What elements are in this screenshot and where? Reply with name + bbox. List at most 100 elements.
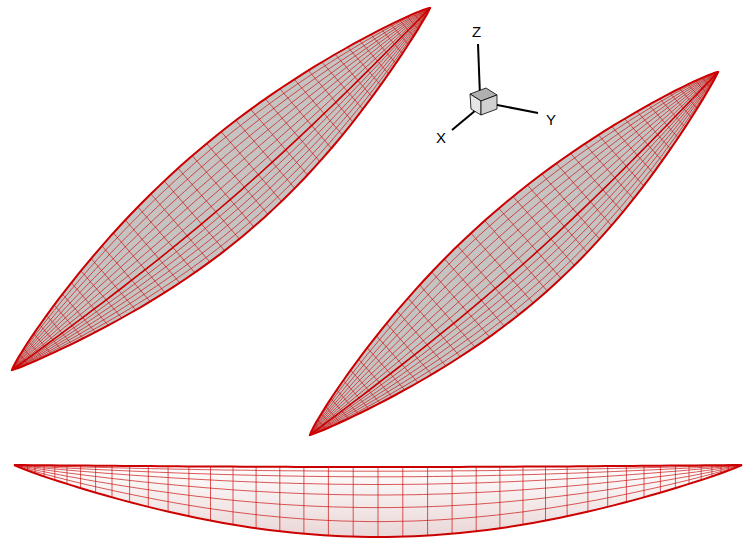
mesh-line: [310, 72, 718, 435]
mesh-line: [420, 285, 475, 347]
mesh-line: [168, 466, 169, 511]
mesh-line: [542, 174, 600, 239]
mesh-line: [251, 109, 308, 175]
mesh-line: [571, 153, 623, 212]
mesh-line: [649, 105, 678, 138]
mesh-line: [310, 72, 718, 435]
mesh-line: [476, 467, 477, 531]
mesh-line: [138, 207, 195, 273]
mesh-line: [308, 70, 353, 122]
mesh-line: [210, 467, 211, 521]
mesh-line: [12, 8, 430, 370]
mesh-line: [91, 259, 136, 311]
mesh-line: [499, 208, 561, 278]
mesh-line: [12, 8, 430, 370]
mesh-line: [102, 246, 150, 302]
mesh-line: [44, 465, 45, 476]
axis-label: Y: [546, 112, 556, 127]
mesh-line: [371, 35, 396, 64]
mesh-line: [528, 185, 588, 252]
mesh-line: [12, 8, 430, 370]
ridge-line: [310, 72, 718, 435]
mesh-line: [80, 466, 81, 489]
mesh-line: [485, 221, 547, 291]
mesh-line: [675, 466, 676, 489]
mesh-line: [54, 305, 83, 338]
mesh-line: [310, 72, 718, 435]
mesh-line: [233, 467, 234, 525]
mesh-line: [523, 467, 524, 525]
mesh-line: [660, 99, 685, 127]
mesh-line: [689, 466, 690, 484]
mesh-line: [310, 72, 718, 435]
mesh-line: [12, 8, 430, 370]
mesh-line: [711, 465, 712, 476]
mesh-line: [95, 466, 96, 493]
mesh-line: [54, 465, 55, 480]
mesh-line: [556, 164, 611, 226]
mesh-line: [513, 197, 574, 266]
mesh-line: [310, 72, 718, 435]
mesh-view-oblique: [12, 8, 430, 370]
mesh-line: [322, 62, 363, 109]
mesh-line: [112, 466, 113, 498]
mesh-line: [499, 467, 500, 529]
mesh-line: [637, 112, 670, 150]
mesh-line: [192, 156, 254, 227]
mesh-line: [343, 380, 368, 408]
mesh-line: [612, 127, 654, 174]
mesh-line: [310, 72, 718, 435]
outline: [12, 8, 430, 370]
mesh-line: [545, 467, 546, 521]
mesh-line: [12, 8, 430, 370]
mesh-line: [381, 29, 402, 53]
mesh-line: [151, 194, 210, 262]
mesh-line: [310, 72, 718, 435]
outline: [310, 72, 718, 435]
mesh-line: [688, 84, 702, 100]
mesh-line: [178, 168, 239, 239]
mesh-line: [335, 54, 372, 97]
mesh-line: [310, 72, 718, 435]
mesh-line: [12, 8, 430, 370]
mesh-line: [294, 79, 342, 135]
mesh-line: [360, 41, 389, 74]
mesh-line: [310, 72, 718, 435]
mesh-line: [310, 72, 718, 435]
mesh-line: [377, 336, 419, 383]
mesh-line: [598, 135, 643, 186]
mesh-line: [626, 466, 627, 502]
mesh-line: [148, 466, 149, 507]
mesh-line: [221, 132, 281, 202]
mesh-line: [303, 467, 304, 534]
mesh-line: [256, 467, 257, 529]
mesh-line: [125, 220, 179, 283]
mesh-line: [378, 467, 379, 537]
surface-fill: [14, 465, 742, 537]
mesh-line: [670, 93, 691, 117]
mesh-line: [402, 467, 403, 537]
mesh-view-oblique: [310, 72, 718, 435]
mesh-line: [721, 465, 722, 473]
mesh-line: [265, 99, 319, 162]
axis-label: Z: [472, 24, 481, 39]
mesh-line: [280, 89, 332, 148]
outline: [14, 465, 742, 537]
axis-label: X: [436, 130, 446, 145]
mesh-line: [12, 8, 430, 370]
mesh-line: [644, 466, 645, 498]
mesh-line: [12, 8, 430, 370]
mesh-line: [279, 467, 280, 531]
mesh-line: [129, 466, 130, 502]
mesh-line: [310, 72, 718, 435]
surface-fill: [12, 8, 430, 370]
mesh-line: [164, 181, 224, 251]
mesh-line: [328, 467, 329, 536]
mesh-line: [12, 8, 430, 370]
mesh-line: [397, 311, 446, 366]
mesh-line: [625, 119, 663, 161]
mesh-line: [427, 467, 428, 536]
mesh-line: [400, 20, 414, 36]
